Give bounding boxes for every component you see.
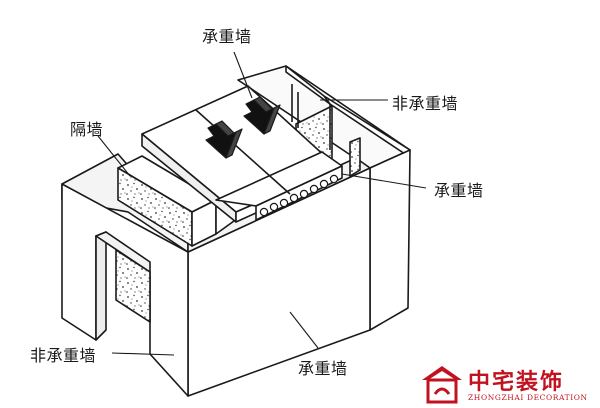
door-reveal [95,231,107,341]
right-outer-wall [369,149,411,331]
label-right-non-bearing-wall: 非承重墙 [392,94,459,113]
label-front-bearing-wall: 承重墙 [298,359,348,378]
brand-name: 中宅装饰 [468,370,565,395]
brand-logo: 中宅装饰 ZHONGZHAI DECORATION [418,362,598,406]
brand-name-en: ZHONGZHAI DECORATION [468,393,588,402]
leader-lines [97,51,427,356]
inner-speckle-wall-2 [349,137,361,177]
slab-hollow-cores [259,174,339,217]
house-logo-icon [422,366,462,404]
door-speckle-block [115,249,151,323]
label-top-bearing-wall: 承重墙 [202,27,252,46]
label-right-bearing-wall: 承重墙 [434,181,484,200]
load-arrows [205,96,281,159]
label-partition-wall: 隔墙 [70,120,104,139]
label-left-non-bearing-wall: 非承重墙 [30,346,97,365]
